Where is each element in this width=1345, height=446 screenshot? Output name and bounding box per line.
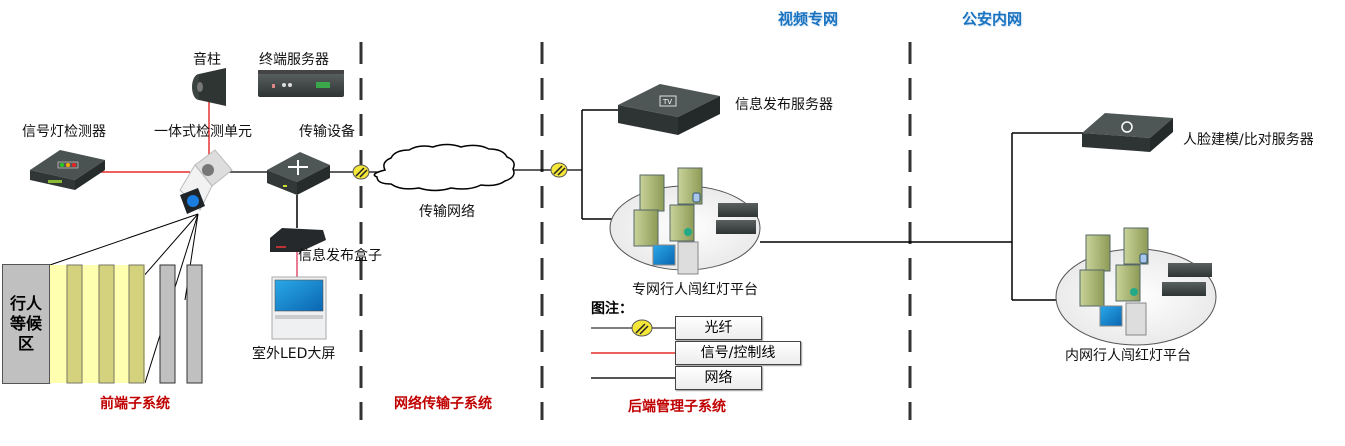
transmission-network-cloud (373, 143, 515, 192)
label-front-subsystem: 前端子系统 (100, 396, 170, 412)
label-internal-platform: 内网行人闯红灯平台 (1065, 348, 1191, 364)
legend-lines (591, 319, 676, 379)
legend-item-signal: 信号/控制线 (675, 341, 801, 365)
label-info-server: 信息发布服务器 (735, 97, 833, 113)
label-signal-detector: 信号灯检测器 (22, 124, 106, 140)
backend-bus (581, 109, 620, 220)
zone-label-video-private: 视频专网 (778, 10, 839, 28)
waiting-area-line: 等候 (9, 314, 42, 333)
transmission-device-icon (267, 152, 330, 195)
legend-title: 图注： (591, 301, 633, 317)
public-bus (1011, 132, 1083, 301)
info-box-icon (270, 228, 326, 252)
internal-platform-cluster (1055, 227, 1217, 346)
label-integrated-unit: 一体式检测单元 (154, 124, 252, 140)
signal-detector-icon (30, 150, 105, 190)
legend-item-fiber: 光纤 (675, 316, 762, 340)
private-platform-cluster (609, 167, 761, 275)
terminal-server-icon (258, 70, 344, 97)
crosswalk (50, 264, 203, 384)
info-server-icon: TV (618, 84, 720, 135)
fiber-connector-icon (352, 164, 370, 180)
outdoor-led-icon (271, 276, 327, 340)
label-transmission-network: 传输网络 (419, 204, 475, 220)
label-transmission-device: 传输设备 (299, 124, 355, 140)
pedestrian-waiting-area: 行人 等候 区 (2, 264, 50, 384)
legend-item-network: 网络 (675, 366, 762, 390)
label-network-subsystem: 网络传输子系统 (394, 396, 492, 412)
label-outdoor-led: 室外LED大屏 (252, 346, 336, 362)
waiting-area-line: 区 (17, 334, 34, 353)
fiber-connector-icon (550, 162, 568, 178)
face-server-icon (1082, 113, 1173, 152)
integrated-detection-unit-icon (179, 149, 233, 214)
zone-label-public-security: 公安内网 (962, 10, 1023, 28)
label-face-server: 人脸建模/比对服务器 (1183, 132, 1314, 148)
speaker-icon (192, 68, 226, 106)
label-info-box: 信息发布盒子 (298, 248, 382, 264)
label-private-platform: 专网行人闯红灯平台 (632, 282, 758, 298)
waiting-area-line: 行人 (9, 294, 42, 313)
label-backend-subsystem: 后端管理子系统 (628, 399, 726, 415)
label-terminal-server: 终端服务器 (259, 52, 329, 68)
label-speaker: 音柱 (193, 52, 221, 68)
svg-text:TV: TV (662, 98, 672, 106)
